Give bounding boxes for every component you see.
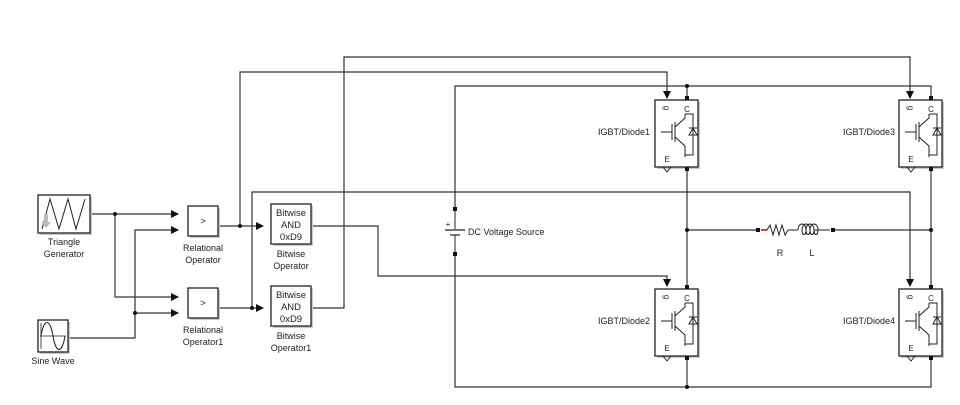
wire-bitop2-to-igbt3-gate[interactable]	[313, 56, 914, 309]
inductor-icon	[797, 223, 830, 235]
collector-port[interactable]	[685, 96, 689, 100]
emitter-label: E	[664, 344, 669, 353]
collector-label: C	[928, 294, 934, 303]
emitter-port[interactable]	[685, 356, 689, 360]
igbt-symbol-icon	[905, 113, 942, 157]
dc-voltage-source-label: DC Voltage Source	[468, 227, 545, 237]
wire-relop2-to-igbt4-gate[interactable]	[251, 191, 914, 308]
bitwise-operator-line3: 0xD9	[280, 232, 302, 243]
resistor-icon	[766, 223, 798, 237]
gate-label: g	[662, 106, 671, 110]
relational-operator1-label-2: Operator1	[183, 337, 224, 347]
igbt-diode3-block[interactable]: g C E	[898, 96, 944, 173]
measurement-port-icon	[662, 355, 672, 362]
signal-wires	[68, 56, 914, 339]
igbt-diode2-block[interactable]: g C E	[654, 285, 700, 362]
collector-port[interactable]	[929, 285, 933, 289]
bitwise-operator1-line2: AND	[281, 302, 301, 313]
wire-dc-negative-rail[interactable]	[454, 255, 932, 388]
wire-relop1-to-igbt1-gate[interactable]	[239, 71, 671, 226]
igbt-diode4-block[interactable]: g C E	[898, 285, 944, 362]
relational-operator-label-2: Operator	[185, 255, 221, 265]
dc-positive-port[interactable]	[453, 207, 457, 211]
relational-operator-block[interactable]: > Relational Operator	[183, 205, 223, 265]
bitwise-operator1-line3: 0xD9	[280, 314, 302, 325]
gate-label: g	[906, 106, 915, 110]
triangle-generator-label-2: Generator	[44, 249, 85, 259]
relational-operator-symbol: >	[200, 216, 206, 227]
relational-operator1-label-1: Relational	[183, 325, 223, 335]
emitter-label: E	[664, 155, 669, 164]
bitwise-operator1-label-2: Operator1	[271, 343, 312, 353]
igbt-diode4-label: IGBT/Diode4	[843, 316, 895, 326]
wire-dc-positive-rail[interactable]	[454, 85, 932, 210]
emitter-port[interactable]	[929, 167, 933, 171]
igbt-diode1-label: IGBT/Diode1	[598, 127, 650, 137]
dc-voltage-source-block[interactable]: + DC Voltage Source	[445, 207, 545, 256]
wire-sine-to-relop1[interactable]	[68, 226, 179, 339]
power-wires	[113, 84, 933, 389]
sine-wave-icon	[40, 322, 66, 350]
bitwise-operator-label-1: Bitwise	[277, 249, 306, 259]
collector-label: C	[684, 294, 690, 303]
sine-wave-block[interactable]: Sine Wave	[31, 319, 75, 366]
measurement-port-icon	[906, 355, 916, 362]
wire-bitop1-to-igbt2-gate[interactable]	[313, 225, 671, 287]
bitwise-operator-block[interactable]: Bitwise AND 0xD9 Bitwise Operator	[270, 203, 313, 271]
emitter-label: E	[908, 155, 913, 164]
igbt-diode1-block[interactable]: g C E	[654, 96, 700, 173]
collector-port[interactable]	[929, 96, 933, 100]
bitwise-operator1-block[interactable]: Bitwise AND 0xD9 Bitwise Operator1	[270, 285, 313, 353]
bitwise-operator-line1: Bitwise	[276, 208, 306, 219]
relational-operator1-block[interactable]: > Relational Operator1	[183, 287, 224, 347]
emitter-label: E	[908, 344, 913, 353]
wire-triangle-to-relop2[interactable]	[114, 214, 179, 301]
dc-negative-port[interactable]	[453, 252, 457, 256]
dc-plus-sign: +	[446, 220, 451, 229]
igbt-symbol-icon	[661, 302, 698, 346]
measurement-port-icon	[662, 166, 672, 173]
bitwise-operator1-line1: Bitwise	[276, 290, 306, 301]
gate-label: g	[906, 295, 915, 299]
emitter-port[interactable]	[929, 356, 933, 360]
emitter-port[interactable]	[685, 167, 689, 171]
bitwise-operator-line2: AND	[281, 220, 301, 231]
inductor-right-port[interactable]	[831, 228, 835, 232]
gate-label: g	[662, 295, 671, 299]
resistor-left-port[interactable]	[756, 228, 760, 232]
measurement-port-icon	[906, 166, 916, 173]
triangle-generator-block[interactable]: Triangle Generator	[37, 194, 92, 259]
bitwise-operator-label-2: Operator	[273, 261, 309, 271]
inductor-block[interactable]: L	[797, 223, 835, 258]
igbt-symbol-icon	[661, 113, 698, 157]
bitwise-operator1-label-1: Bitwise	[277, 331, 306, 341]
igbt-symbol-icon	[905, 302, 942, 346]
resistor-block[interactable]: R	[756, 223, 798, 258]
collector-label: C	[928, 105, 934, 114]
triangle-generator-label-1: Triangle	[48, 237, 80, 247]
relational-operator-label-1: Relational	[183, 243, 223, 253]
relational-operator1-symbol: >	[200, 298, 206, 309]
igbt-diode2-label: IGBT/Diode2	[598, 316, 650, 326]
sine-wave-label: Sine Wave	[31, 356, 74, 366]
triangle-wave-icon	[41, 197, 86, 231]
collector-port[interactable]	[685, 285, 689, 289]
collector-label: C	[684, 105, 690, 114]
inductor-label: L	[809, 248, 814, 258]
igbt-diode3-label: IGBT/Diode3	[843, 127, 895, 137]
resistor-label: R	[777, 248, 784, 258]
